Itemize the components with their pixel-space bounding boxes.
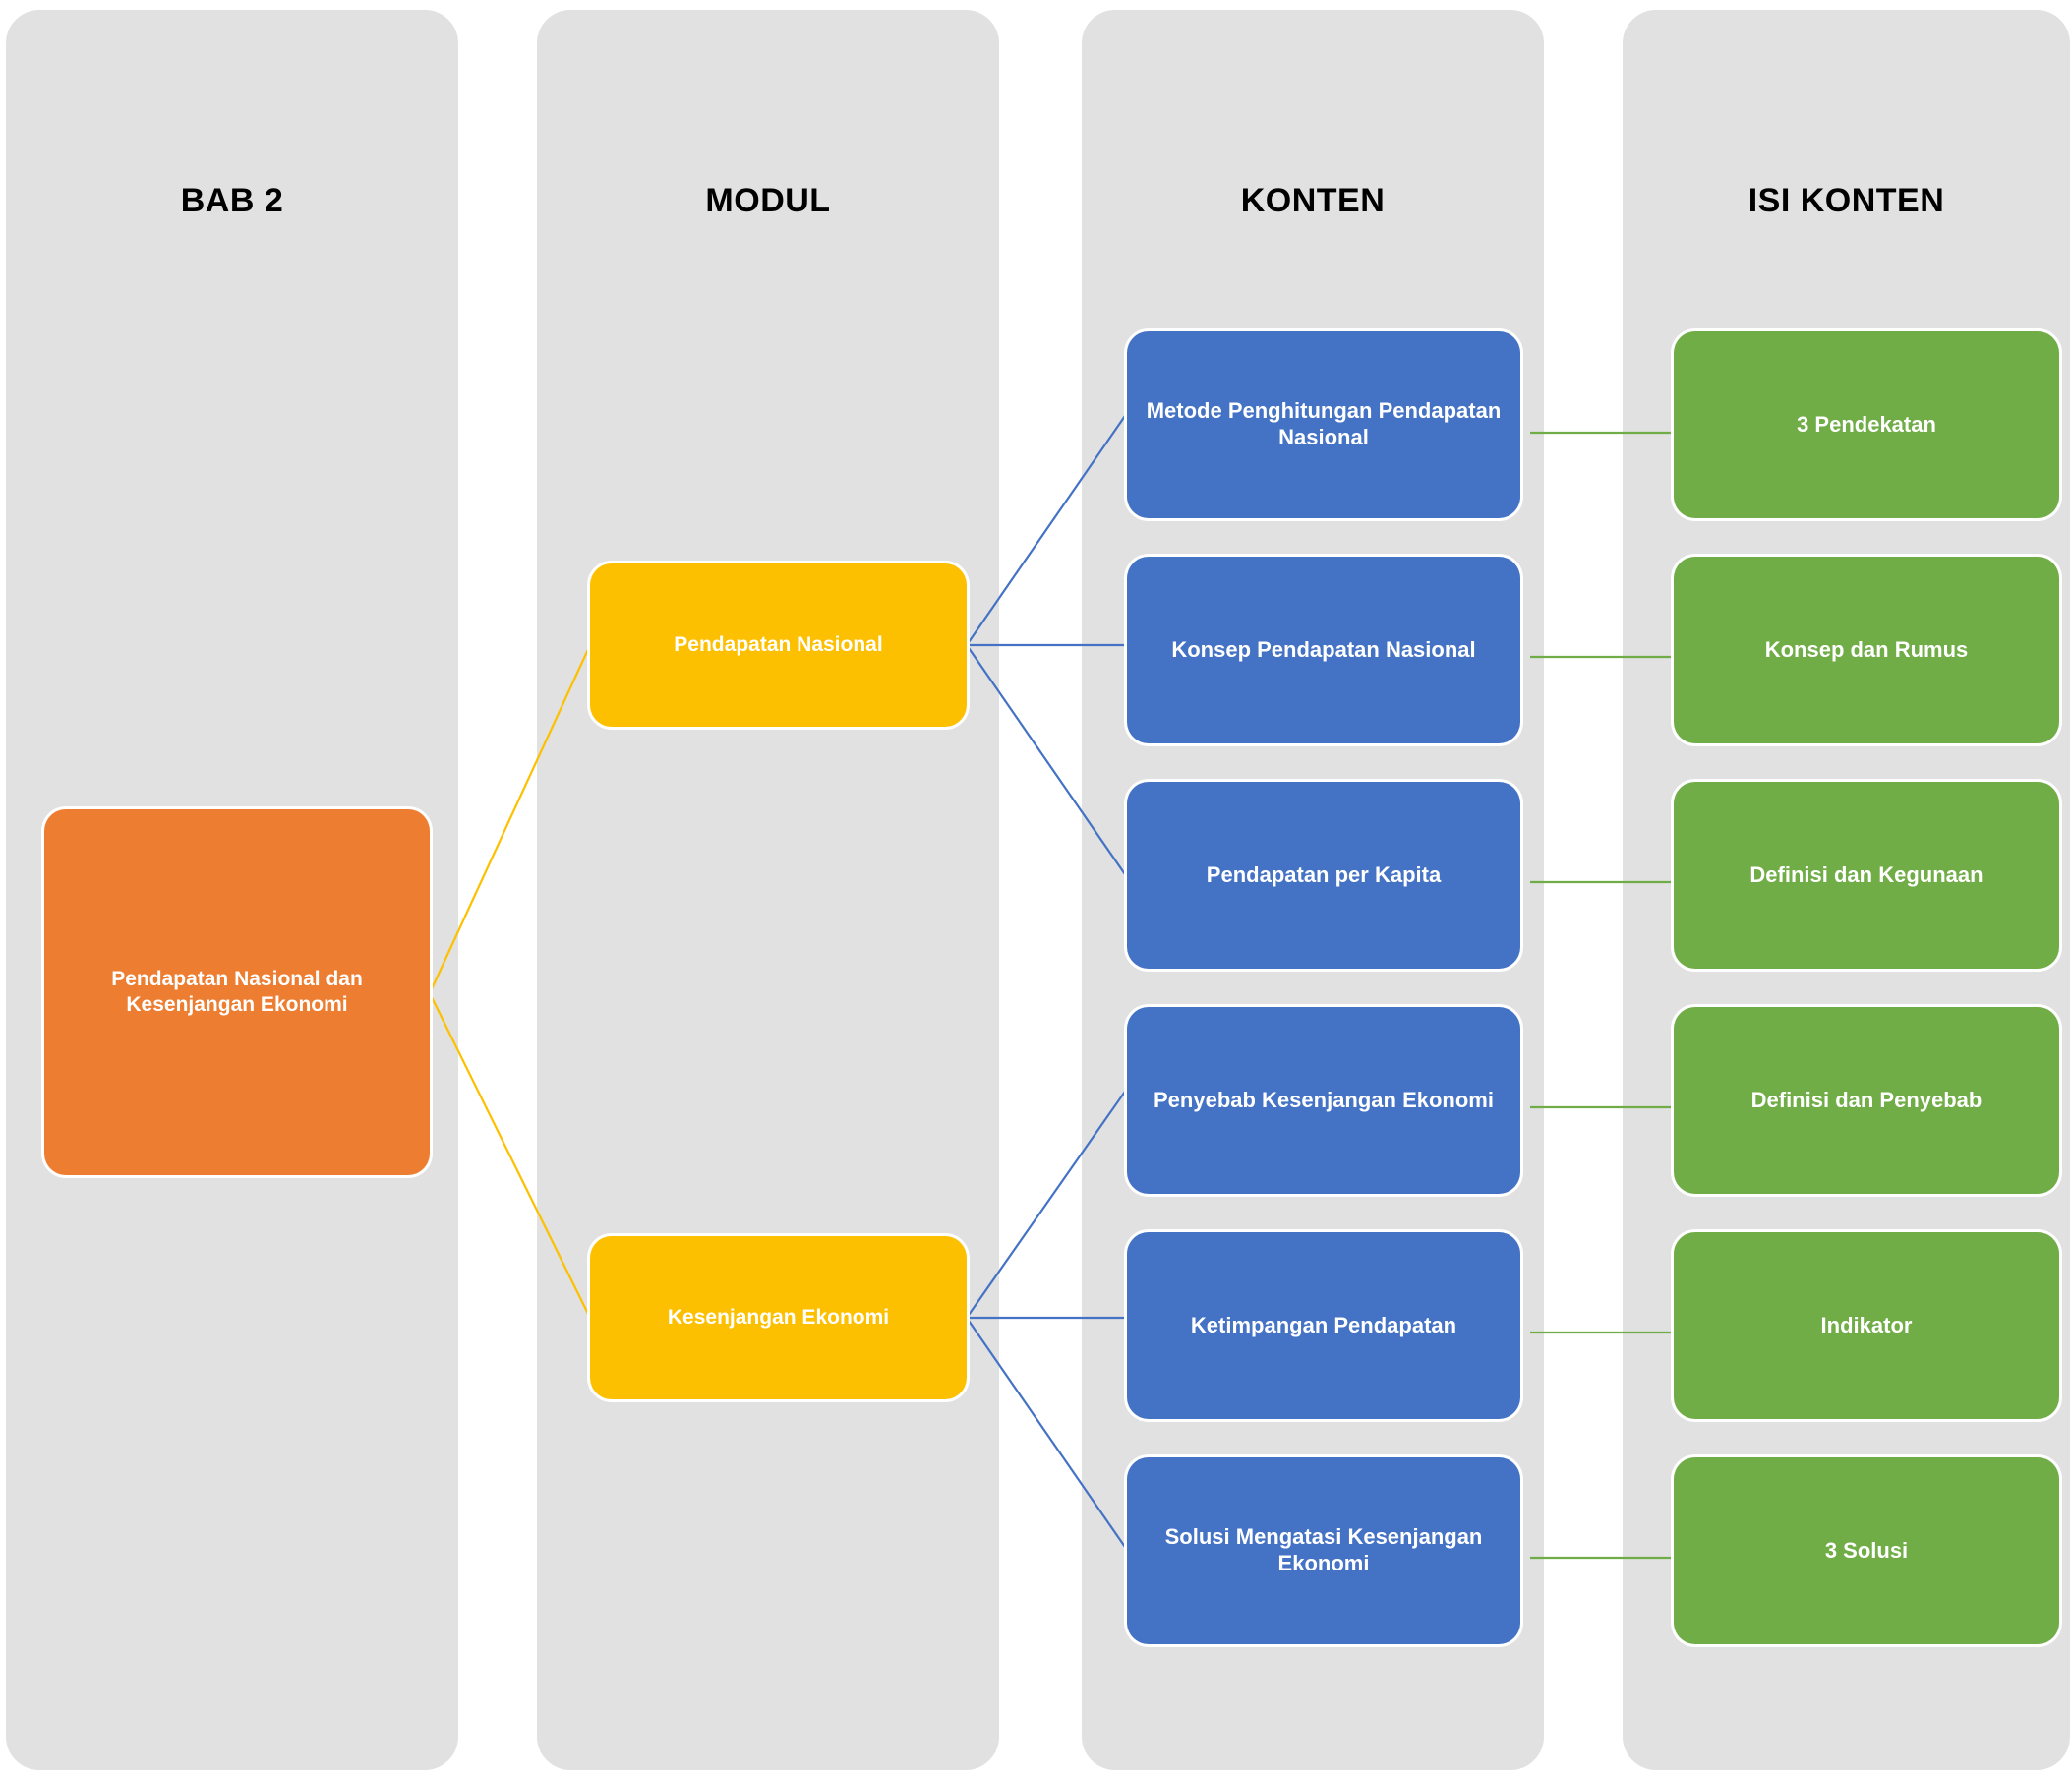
node-modul-kesenjangan-ekonomi[interactable]: Kesenjangan Ekonomi <box>590 1236 967 1399</box>
node-konten-penyebab-kesenjangan-ekonomi[interactable]: Penyebab Kesenjangan Ekonomi <box>1127 1007 1520 1194</box>
node-isi-label: Konsep dan Rumus <box>1764 636 1969 662</box>
node-konten-metode-penghitungan[interactable]: Metode Penghitungan Pendapatan Nasional <box>1127 331 1520 518</box>
node-isi-label: Definisi dan Penyebab <box>1750 1087 1983 1112</box>
node-isi-konsep-dan-rumus[interactable]: Konsep dan Rumus <box>1674 557 2059 743</box>
column-title-konten: KONTEN <box>1240 182 1386 219</box>
node-root-label: Pendapatan Nasional dan Kesenjangan Ekon… <box>111 968 363 1016</box>
node-isi-3-pendekatan[interactable]: 3 Pendekatan <box>1674 331 2059 518</box>
node-konten-label: Ketimpangan Pendapatan <box>1190 1312 1457 1337</box>
node-konten-ketimpangan-pendapatan[interactable]: Ketimpangan Pendapatan <box>1127 1232 1520 1419</box>
node-isi-label: Indikator <box>1820 1312 1913 1337</box>
node-konten-label: Metode Penghitungan Pendapatan Nasional <box>1146 398 1502 449</box>
node-konten-label: Solusi Mengatasi Kesenjangan Ekonomi <box>1164 1524 1483 1575</box>
node-konten-konsep-pendapatan-nasional[interactable]: Konsep Pendapatan Nasional <box>1127 557 1520 743</box>
node-isi-3-solusi[interactable]: 3 Solusi <box>1674 1457 2059 1644</box>
node-konten-label: Penyebab Kesenjangan Ekonomi <box>1154 1087 1494 1112</box>
node-isi-label: 3 Pendekatan <box>1797 411 1936 437</box>
node-konten-label: Konsep Pendapatan Nasional <box>1171 636 1476 662</box>
node-root-bab2[interactable]: Pendapatan Nasional dan Kesenjangan Ekon… <box>44 809 430 1175</box>
column-title-bab2: BAB 2 <box>180 182 284 219</box>
node-modul-label: Pendapatan Nasional <box>674 633 883 657</box>
node-isi-label: 3 Solusi <box>1824 1537 1909 1563</box>
node-modul-label: Kesenjangan Ekonomi <box>667 1306 890 1330</box>
node-isi-definisi-dan-kegunaan[interactable]: Definisi dan Kegunaan <box>1674 782 2059 969</box>
node-konten-pendapatan-per-kapita[interactable]: Pendapatan per Kapita <box>1127 782 1520 969</box>
node-isi-indikator[interactable]: Indikator <box>1674 1232 2059 1419</box>
node-konten-solusi-mengatasi-kesenjangan[interactable]: Solusi Mengatasi Kesenjangan Ekonomi <box>1127 1457 1520 1644</box>
node-isi-definisi-dan-penyebab[interactable]: Definisi dan Penyebab <box>1674 1007 2059 1194</box>
node-konten-label: Pendapatan per Kapita <box>1206 861 1442 887</box>
column-title-modul: MODUL <box>705 182 831 219</box>
column-title-isi-konten: ISI KONTEN <box>1747 182 1945 219</box>
node-modul-pendapatan-nasional[interactable]: Pendapatan Nasional <box>590 563 967 727</box>
column-panel-modul <box>537 10 999 1770</box>
node-isi-label: Definisi dan Kegunaan <box>1749 861 1983 887</box>
